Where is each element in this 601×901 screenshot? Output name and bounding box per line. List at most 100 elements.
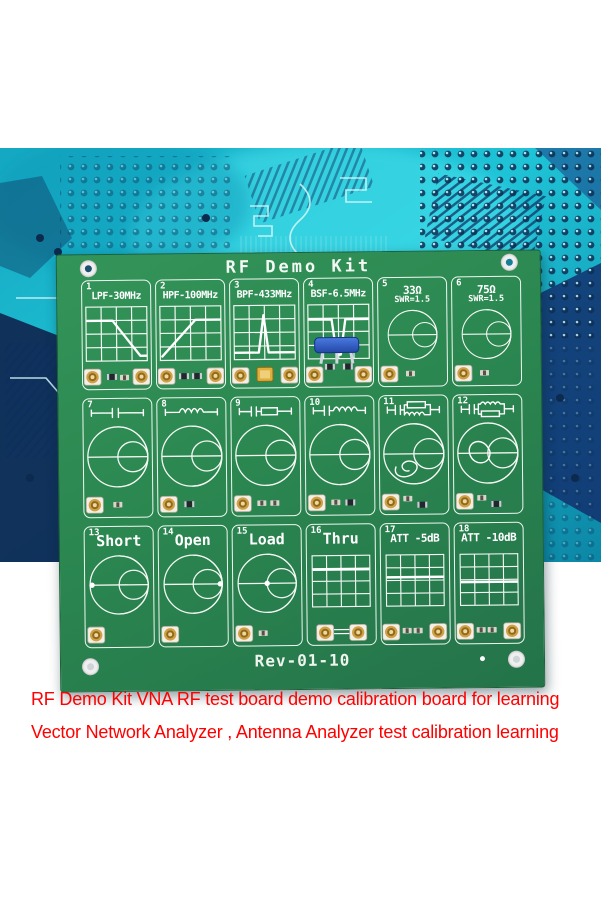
smd-component-icon — [405, 370, 416, 377]
cell-sublabel: SWR=1.5 — [394, 294, 431, 306]
lowpass-curve-chart — [85, 305, 148, 362]
parallel-lr-symbol — [460, 401, 515, 418]
cell-13-short: 13 Short — [83, 525, 155, 649]
smd-component-icon — [119, 374, 130, 381]
ufl-connector-icon — [503, 622, 522, 640]
smd-component-icon — [258, 630, 268, 636]
smd-component-icon — [257, 500, 267, 506]
smd-component-icon — [178, 373, 190, 380]
ufl-connector-icon — [87, 626, 106, 644]
bandstop-curve-chart — [307, 303, 370, 360]
ufl-connector-icon — [381, 493, 400, 511]
cell-components — [380, 365, 416, 383]
cell-label: LPF-30MHz — [91, 290, 142, 303]
smith-chart-with-loop — [456, 422, 519, 484]
cell-6-75ohm: 6 75Ω SWR=1.5 — [450, 275, 523, 387]
ufl-connector-icon — [354, 365, 373, 383]
cell-sublabel: SWR=1.5 — [468, 293, 505, 305]
rf-demo-kit-board: RF Demo Kit 1 LPF-30MHz 2 HPF-100MHz — [55, 249, 546, 693]
ufl-connector-icon — [235, 625, 254, 643]
ufl-connector-icon — [280, 366, 299, 384]
smith-chart-load-marker — [237, 553, 298, 614]
smd-component-icon — [345, 499, 356, 506]
smith-chart-open-marker — [163, 554, 224, 615]
cell-label: Short — [96, 531, 142, 551]
smd-component-icon — [476, 627, 486, 633]
ufl-connector-icon — [382, 623, 401, 641]
smd-component-icon — [270, 500, 280, 506]
smd-component-icon — [331, 499, 341, 506]
ufl-connector-icon — [231, 367, 250, 385]
cell-label: Thru — [322, 529, 359, 548]
cell-15-load: 15 Load — [231, 523, 303, 647]
ufl-connector-icon — [307, 494, 326, 512]
cell-grid: 1 LPF-30MHz 2 HPF-100MHz — [80, 275, 525, 649]
smd-component-icon — [477, 495, 487, 501]
ufl-connector-icon — [456, 622, 475, 640]
cell-components — [381, 493, 428, 511]
cell-components — [159, 495, 195, 513]
cell-label: Open — [174, 530, 211, 550]
cell-components — [305, 363, 373, 384]
filter-component-icon — [256, 366, 274, 382]
cell-4-bsf: 4 BSF-6.5MHz — [302, 277, 375, 388]
bandpass-curve-chart — [233, 304, 296, 361]
ufl-connector-icon — [206, 367, 225, 385]
ufl-connector-icon — [454, 364, 473, 382]
cell-components — [161, 625, 180, 643]
cell-1-lpf: 1 LPF-30MHz — [80, 279, 153, 391]
product-caption: RF Demo Kit VNA RF test board demo calib… — [31, 689, 597, 755]
cell-components — [85, 496, 123, 514]
cell-7-series-capacitor: 7 — [82, 397, 154, 519]
cell-label: BPF-433MHz — [236, 289, 292, 301]
smd-component-icon — [491, 500, 502, 508]
cell-components — [233, 495, 280, 513]
ufl-connector-icon — [83, 368, 102, 386]
revision-label: Rev-01-10 — [254, 650, 351, 671]
ufl-connector-icon — [349, 623, 368, 641]
cell-label: BSF-6.5MHz — [310, 288, 366, 300]
smith-chart-with-loop — [382, 422, 445, 485]
series-inductor-symbol — [164, 407, 219, 417]
attenuator-response-chart — [459, 553, 519, 606]
cell-components — [382, 622, 448, 641]
cell-9-rc-series: 9 — [230, 395, 302, 517]
ufl-connector-icon — [132, 368, 151, 386]
smd-component-icon — [417, 501, 428, 508]
smd-component-icon — [184, 501, 195, 508]
smith-chart-short-marker — [89, 554, 150, 615]
cell-components — [454, 364, 490, 382]
cell-components — [83, 368, 151, 386]
smd-component-icon — [402, 627, 412, 634]
capacitor-inductor-symbol — [312, 405, 367, 416]
smith-chart — [234, 424, 297, 487]
caption-line-1: RF Demo Kit VNA RF test board demo calib… — [31, 689, 560, 709]
cell-8-series-inductor: 8 — [156, 396, 228, 518]
cell-14-open: 14 Open — [157, 524, 229, 648]
cell-17-att-5db: 17 ATT -5dB — [379, 522, 451, 646]
cell-components — [231, 366, 299, 385]
cell-5-33ohm: 5 33Ω SWR=1.5 — [376, 276, 449, 388]
cell-components — [307, 494, 356, 512]
caption-line-2: Vector Network Analyzer , Antenna Analyz… — [31, 722, 559, 742]
cell-label: Load — [248, 530, 285, 549]
highpass-curve-chart — [159, 305, 222, 362]
smith-chart — [86, 425, 149, 488]
cell-2-hpf: 2 HPF-100MHz — [154, 278, 227, 390]
parallel-rl-symbol — [386, 400, 441, 417]
ufl-connector-icon — [305, 366, 324, 384]
cell-components — [235, 625, 268, 643]
smd-component-icon — [113, 501, 123, 508]
attenuator-response-chart — [385, 553, 445, 607]
ufl-connector-icon — [429, 622, 448, 641]
mounting-hole-top-right — [500, 253, 518, 271]
cell-12-lr-parallel: 12 — [452, 393, 524, 515]
thru-response-chart — [311, 554, 371, 608]
capacitor-resistor-symbol — [238, 406, 293, 417]
ufl-connector-icon — [380, 365, 399, 383]
cell-label: HPF-100MHz — [162, 289, 218, 302]
cell-components — [157, 367, 225, 385]
smd-component-icon — [413, 627, 423, 634]
cell-label: ATT -5dB — [390, 531, 440, 546]
smd-component-icon — [106, 373, 118, 381]
